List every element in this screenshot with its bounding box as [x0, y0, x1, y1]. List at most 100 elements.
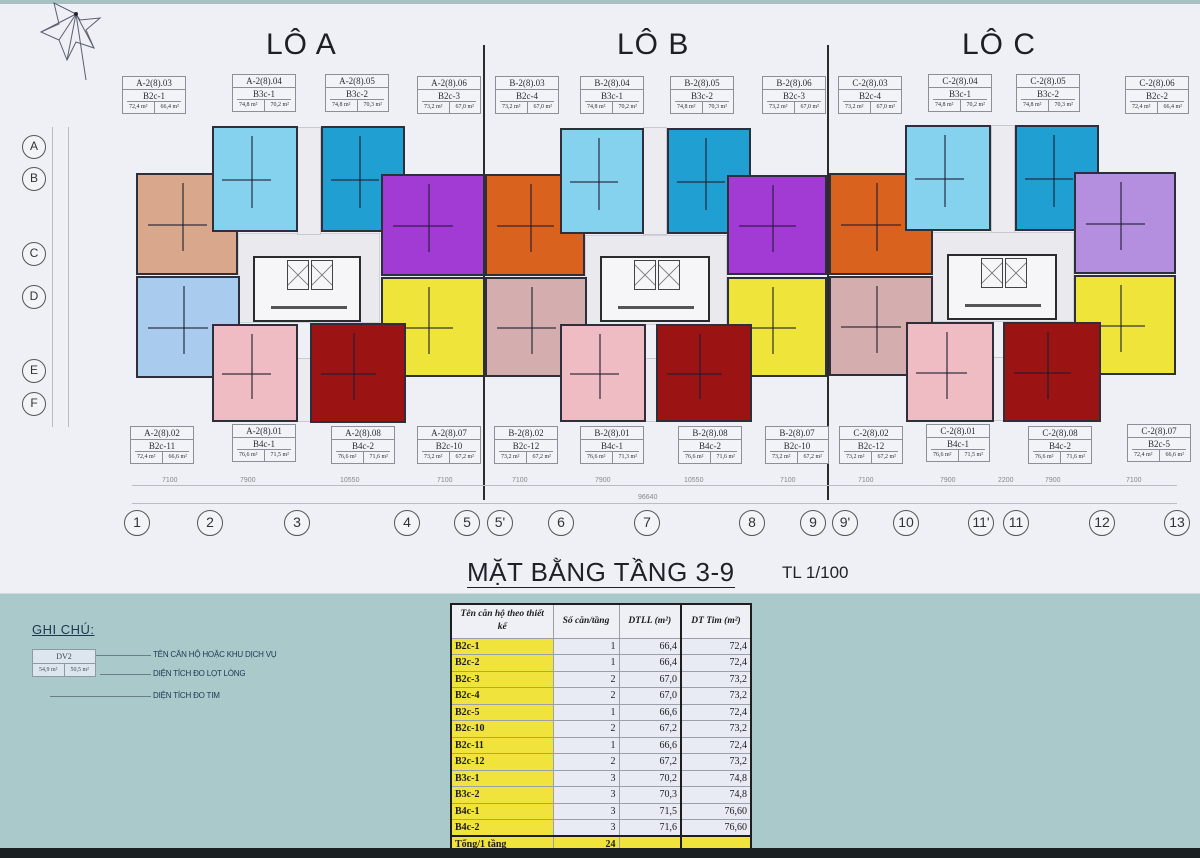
overall-dimension-line [132, 503, 1177, 504]
legend-sample-name: DV2 [33, 650, 95, 664]
grid-col-8[interactable]: 8 [739, 510, 765, 536]
grid-col-9-prime[interactable]: 9' [832, 510, 858, 536]
dim-9-10: 7100 [858, 477, 874, 484]
grid-col-12[interactable]: 12 [1089, 510, 1115, 536]
unit-a-06[interactable] [381, 174, 485, 276]
unit-b-08[interactable] [656, 324, 752, 422]
dim-7-8: 10550 [684, 477, 704, 484]
legend-leader [50, 696, 151, 697]
grid-col-5-prime[interactable]: 5' [487, 510, 513, 536]
unit-c-06[interactable] [1074, 172, 1176, 274]
grid-col-9[interactable]: 9 [800, 510, 826, 536]
unit-summary-table: Tên căn hộ theo thiết kế Số căn/tầng DTL… [450, 603, 752, 854]
dim-10-11: 7900 [940, 477, 956, 484]
drawing-scale: TL 1/100 [782, 563, 849, 582]
grid-row-c[interactable]: C [22, 242, 46, 266]
dim-1-2: 7100 [162, 477, 178, 484]
drawing-title: MẶT BẰNG TẦNG 3-9 [467, 557, 735, 588]
grid-row-b[interactable]: B [22, 167, 46, 191]
row-dimension-line [68, 127, 69, 427]
grid-col-3[interactable]: 3 [284, 510, 310, 536]
block-title-a: LÔ A [266, 28, 337, 61]
dim-11-11: 2200 [998, 477, 1014, 484]
unit-b-01[interactable] [560, 324, 646, 422]
legend-label-name: TÊN CĂN HỘ HOẶC KHU DỊCH VỤ [153, 650, 277, 659]
stair-icon [618, 306, 694, 309]
stair-icon [271, 306, 347, 309]
unit-c-04[interactable] [905, 125, 991, 231]
unit-a-01[interactable] [212, 324, 298, 422]
grid-col-4[interactable]: 4 [394, 510, 420, 536]
unit-c-01[interactable] [906, 322, 994, 422]
col-header-count: Số căn/tầng [552, 603, 620, 639]
compass-north-arrow-icon [39, 2, 102, 80]
shaft-b-top [643, 127, 667, 235]
row-dimension-line [52, 127, 53, 427]
grid-row-d[interactable]: D [22, 285, 46, 309]
grid-col-1[interactable]: 1 [124, 510, 150, 536]
dim-5-6: 7100 [512, 477, 528, 484]
overall-dimension: 96640 [638, 494, 658, 501]
grid-col-6[interactable]: 6 [548, 510, 574, 536]
grid-row-a[interactable]: A [22, 135, 46, 159]
legend-sample-area-1: 54,9 m² [33, 664, 65, 676]
grid-col-5[interactable]: 5 [454, 510, 480, 536]
block-title-b: LÔ B [617, 28, 690, 61]
elevator-icon [634, 260, 656, 290]
grid-col-2[interactable]: 2 [197, 510, 223, 536]
block-title-c: LÔ C [962, 28, 1037, 61]
dim-2-3: 7900 [240, 477, 256, 484]
col-header-unit-name: Tên căn hộ theo thiết kế [450, 603, 554, 639]
table-header-row: Tên căn hộ theo thiết kế Số căn/tầng DTL… [450, 603, 752, 639]
bottom-edge [0, 848, 1200, 858]
grid-col-11[interactable]: 11 [1003, 510, 1029, 536]
block-divider-bc [827, 45, 829, 500]
legend-leader [96, 655, 151, 656]
grid-col-10[interactable]: 10 [893, 510, 919, 536]
legend-leader [100, 674, 151, 675]
unit-c-07[interactable] [1074, 275, 1176, 375]
elevator-icon [1005, 258, 1027, 288]
unit-b-06[interactable] [727, 175, 827, 275]
grid-col-7[interactable]: 7 [634, 510, 660, 536]
grid-col-11-prime[interactable]: 11' [968, 510, 994, 536]
dim-3-4: 10550 [340, 477, 360, 484]
grid-col-13[interactable]: 13 [1164, 510, 1190, 536]
grid-row-e[interactable]: E [22, 359, 46, 383]
unit-a-08[interactable] [310, 323, 406, 423]
grid-row-f[interactable]: F [22, 392, 46, 416]
unit-a-04[interactable] [212, 126, 298, 232]
unit-c-08[interactable] [1003, 322, 1101, 422]
unit-b-04[interactable] [560, 128, 644, 234]
